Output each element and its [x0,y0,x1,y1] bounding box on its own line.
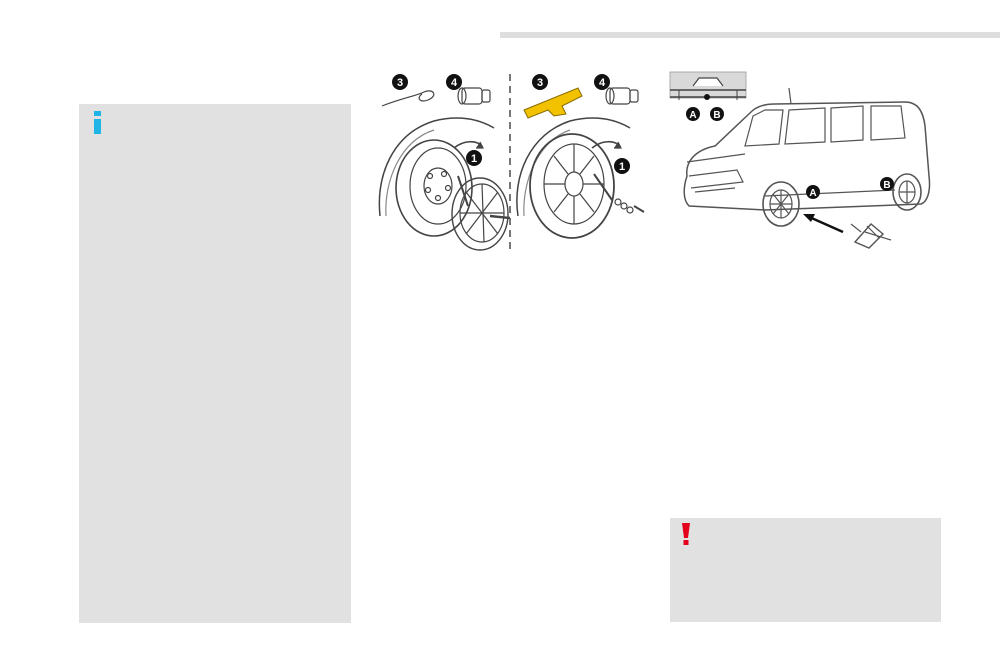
jacking-points-illustration: A B A B [669,71,931,249]
callout-a-inset: A [686,107,700,121]
svg-text:B: B [883,180,890,191]
exclamation-icon [682,523,690,545]
svg-text:1: 1 [619,161,625,173]
callout-1b: 1 [614,158,630,174]
callout-b-van: B [880,177,894,191]
jack-point-inset [669,71,747,100]
yellow-tool-shape [523,87,583,119]
wheel-removal-illustration: 3 4 1 3 4 1 [378,74,645,252]
header-rule [500,32,1000,38]
warning-panel [670,518,941,622]
callout-a-van: A [806,185,820,199]
callout-4a: 4 [446,74,462,90]
callout-3a: 3 [392,74,408,90]
svg-text:4: 4 [451,77,458,89]
svg-text:A: A [809,188,816,199]
callout-1a: 1 [466,150,482,166]
svg-text:4: 4 [599,77,606,89]
info-panel [79,104,351,623]
callout-3b: 3 [532,74,548,90]
van-outline [683,87,931,249]
svg-text:3: 3 [397,77,403,89]
info-icon [94,111,101,134]
callout-b-inset: B [710,107,724,121]
svg-text:1: 1 [471,153,477,165]
svg-text:A: A [689,110,696,121]
svg-text:B: B [713,110,720,121]
svg-text:3: 3 [537,77,543,89]
callout-4b: 4 [594,74,610,90]
